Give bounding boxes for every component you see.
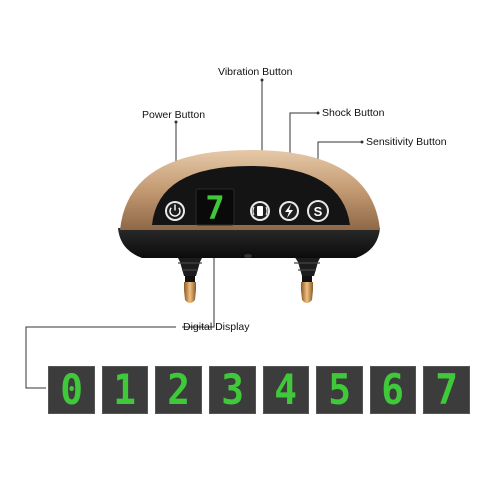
vibration-callout-label: Vibration Button (218, 66, 293, 78)
digit-value: 5 (328, 365, 351, 414)
digital-display: 7 (195, 188, 235, 227)
vibration-icon (252, 206, 268, 216)
display-callout-label: Digital Display (183, 321, 250, 333)
digit-cell: 2 (155, 366, 202, 414)
shock-button[interactable] (279, 201, 299, 221)
sensitivity-callout-label: Sensitivity Button (366, 136, 447, 148)
vibration-button[interactable] (250, 201, 270, 221)
digit-value: 3 (220, 365, 244, 414)
power-icon (169, 207, 181, 217)
digit-cell: 1 (101, 365, 149, 414)
digit-cell: 7 (423, 366, 470, 414)
power-callout-label: Power Button (142, 109, 206, 121)
lightning-icon (285, 204, 293, 218)
digit-value: 1 (113, 365, 137, 414)
digit-value: 2 (167, 365, 190, 414)
digit-value: 7 (435, 365, 459, 414)
shock-callout-label: Shock Button (322, 107, 385, 119)
digit-value: 0 (59, 365, 83, 414)
sensitivity-button[interactable]: S (307, 200, 329, 222)
digit-cell: 3 (208, 365, 256, 414)
digit-cell: 4 (262, 365, 310, 414)
display-digit: 7 (205, 189, 224, 227)
s-letter-icon: S (314, 204, 323, 219)
digit-cell: 0 (48, 366, 95, 414)
digit-value: 6 (381, 365, 405, 414)
digit-value: 4 (274, 365, 298, 414)
display-callout-line (182, 228, 215, 328)
power-button[interactable] (165, 201, 185, 221)
digit-cell: 5 (316, 366, 363, 414)
display-bracket-line (25, 326, 176, 389)
device-base (118, 228, 380, 258)
digit-cell: 6 (369, 365, 417, 414)
sensitivity-digit-strip: 0 1 2 3 4 5 6 7 (48, 366, 470, 414)
